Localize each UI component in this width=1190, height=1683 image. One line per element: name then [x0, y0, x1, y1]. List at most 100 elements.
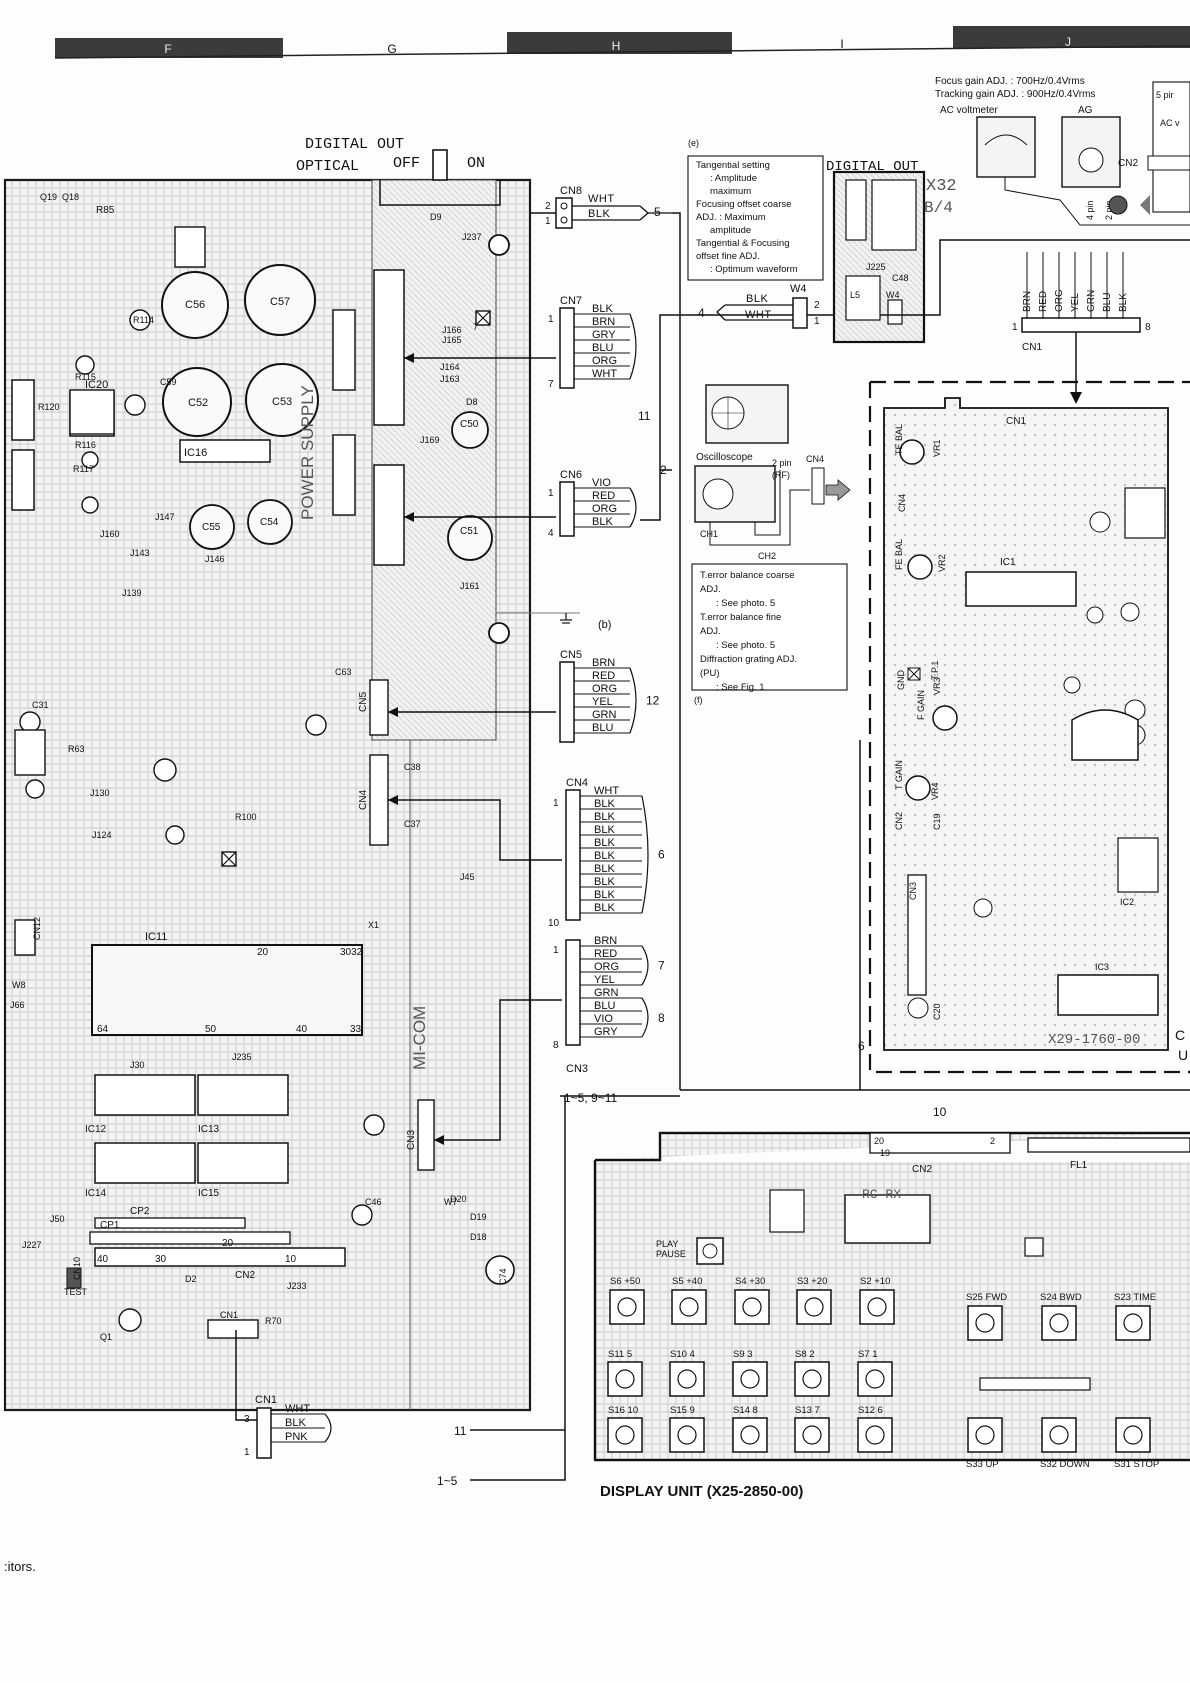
display-key [671, 1289, 707, 1325]
svg-text:J30: J30 [130, 1060, 145, 1070]
svg-text:Q1: Q1 [100, 1332, 112, 1342]
cn4-wire-label: BLK [594, 811, 615, 823]
svg-text:20: 20 [222, 1238, 234, 1249]
cn1-bottom-wire-label: BLK [285, 1417, 306, 1429]
cn3b-wire-label: GRY [594, 1026, 618, 1038]
bundle-label-6-right: 6 [858, 1039, 865, 1053]
note-terror-line: ADJ. [700, 626, 721, 637]
svg-text:CN8: CN8 [560, 185, 582, 197]
display-unit: 20 19 2 26 CN2 FL1 RC-RX PLAY PAUSE S6 +… [593, 1131, 1190, 1500]
svg-text:D20: D20 [450, 1194, 467, 1204]
cn7-wire-label: BLK [592, 303, 613, 315]
svg-text:WHT: WHT [588, 193, 615, 205]
cn4-wire-label: BLK [594, 876, 615, 888]
cn6-wire-label: BLK [592, 516, 613, 528]
svg-text:J147: J147 [155, 512, 175, 522]
grid-cell-j-bar [953, 26, 1190, 48]
svg-text:GND: GND [896, 670, 906, 691]
svg-text:(RF): (RF) [772, 470, 790, 480]
svg-text:CN12: CN12 [32, 917, 42, 940]
display-key [732, 1417, 768, 1453]
capacitor-c56: C56 [161, 271, 229, 339]
display-key-label: S25 FWD [966, 1292, 1007, 1303]
svg-text:64: 64 [97, 1024, 109, 1035]
svg-text:T GAIN: T GAIN [894, 760, 904, 790]
ic11-microcomputer [91, 944, 363, 1036]
svg-text:U: U [1178, 1047, 1188, 1063]
cn3b-wire-label: BLU [594, 1000, 615, 1012]
display-key-label: S6 +50 [610, 1276, 640, 1287]
cn3b-wire-label: GRN [594, 987, 619, 999]
svg-text:PLAY: PLAY [656, 1239, 678, 1249]
svg-text:C: C [1175, 1027, 1185, 1043]
svg-text:2: 2 [990, 1136, 995, 1146]
svg-text:IC11: IC11 [145, 931, 167, 943]
svg-text:X32: X32 [926, 177, 957, 196]
pickup-wire-label: ORG [1054, 289, 1065, 312]
capacitor-c51: C51 [447, 515, 493, 561]
svg-text:CN4: CN4 [806, 454, 824, 464]
svg-text:C56: C56 [185, 299, 205, 311]
svg-text:IC15: IC15 [198, 1188, 220, 1199]
svg-text:FL1: FL1 [1070, 1160, 1088, 1171]
cn6-wire-label: RED [592, 490, 615, 502]
svg-text:7: 7 [548, 379, 554, 390]
svg-text:C59: C59 [160, 377, 177, 387]
svg-text:10: 10 [548, 918, 560, 929]
note-terror-line: : See Fig. 1 [716, 682, 765, 693]
svg-text:RC-RX: RC-RX [862, 1187, 901, 1202]
svg-text:CN2: CN2 [894, 812, 904, 830]
capacitor-c55: C55 [189, 504, 235, 550]
display-unit-title: DISPLAY UNIT (X25-2850-00) [600, 1483, 803, 1500]
switch-s2-lever [432, 149, 448, 181]
svg-text:2 pin: 2 pin [772, 458, 792, 468]
svg-text:(f): (f) [694, 695, 703, 705]
svg-text:CH1: CH1 [700, 529, 718, 539]
note-terror-line: (PU) [700, 668, 720, 679]
svg-text:C63: C63 [335, 667, 352, 677]
cn4-wire-label: BLK [594, 902, 615, 914]
svg-text:J165: J165 [442, 335, 462, 345]
svg-text:CP2: CP2 [130, 1206, 150, 1217]
svg-text:CN2: CN2 [1118, 158, 1138, 169]
svg-text:1: 1 [1012, 322, 1018, 333]
svg-text:CN5: CN5 [560, 649, 582, 661]
svg-text:IC1: IC1 [1000, 557, 1016, 568]
display-key [794, 1361, 830, 1397]
connector-cn8: CN8 2 1 WHT BLK 5 [530, 185, 672, 229]
svg-text:1: 1 [548, 488, 554, 499]
ground-tag: (b) [598, 619, 611, 631]
svg-text:CN5: CN5 [358, 692, 369, 712]
digital-out-module: DIGITAL OUT X32 B/4 J225 C48 L5 W4 [826, 159, 957, 344]
grid-col-j: J [1065, 35, 1071, 49]
svg-text:CN4: CN4 [358, 790, 369, 810]
svg-text:8: 8 [1145, 322, 1151, 333]
svg-text:W8: W8 [12, 980, 26, 990]
svg-text:IC2: IC2 [1120, 897, 1134, 907]
svg-text:AC v: AC v [1160, 118, 1180, 128]
display-key [1041, 1417, 1077, 1453]
svg-text:J124: J124 [92, 830, 112, 840]
svg-text:4: 4 [698, 306, 705, 320]
display-key [607, 1417, 643, 1453]
svg-text:4 pin: 4 pin [1085, 200, 1095, 220]
display-key [732, 1361, 768, 1397]
svg-text:R100: R100 [235, 812, 257, 822]
cn5-wire-label: BRN [592, 657, 615, 669]
display-key-label: S3 +20 [797, 1276, 827, 1287]
display-key-label: S13 7 [795, 1405, 820, 1416]
note-tangential-line: Tangential setting [696, 160, 770, 171]
display-key [1041, 1305, 1077, 1341]
svg-text:CN10: CN10 [72, 1257, 82, 1280]
svg-text:1: 1 [553, 945, 559, 956]
cn3a-wire-label: ORG [594, 961, 619, 973]
svg-text:C50: C50 [460, 419, 479, 430]
svg-text:4: 4 [548, 528, 554, 539]
svg-text:2: 2 [545, 201, 551, 212]
pickup-wire-label: BLK [1118, 293, 1129, 312]
svg-text:Oscilloscope: Oscilloscope [696, 452, 753, 463]
display-key [669, 1361, 705, 1397]
svg-text:1: 1 [244, 1447, 250, 1458]
capacitor-c53: C53 [245, 363, 319, 437]
